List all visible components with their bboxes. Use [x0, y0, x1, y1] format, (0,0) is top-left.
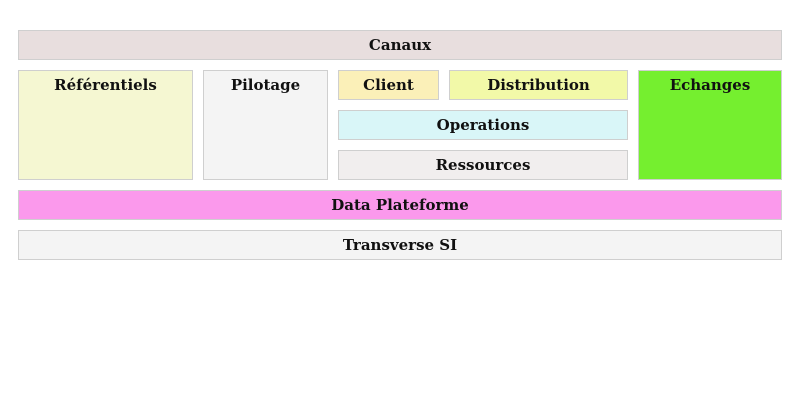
- operations-label: Operations: [436, 116, 530, 134]
- ressources-label: Ressources: [435, 156, 531, 174]
- client-label: Client: [363, 76, 414, 94]
- canaux-label: Canaux: [368, 36, 432, 54]
- operations-block: Operations: [338, 110, 628, 140]
- echanges-block: Echanges: [638, 70, 782, 180]
- pilotage-label: Pilotage: [230, 76, 301, 94]
- data-plateforme-block: Data Plateforme: [18, 190, 782, 220]
- transverse-si-block: Transverse SI: [18, 230, 782, 260]
- echanges-label: Echanges: [669, 76, 751, 94]
- transverse-si-label: Transverse SI: [342, 236, 458, 254]
- distribution-block: Distribution: [449, 70, 628, 100]
- referentiels-block: Référentiels: [18, 70, 193, 180]
- referentiels-label: Référentiels: [54, 76, 157, 94]
- ressources-block: Ressources: [338, 150, 628, 180]
- data-plateforme-label: Data Plateforme: [331, 196, 469, 214]
- distribution-label: Distribution: [487, 76, 590, 94]
- client-block: Client: [338, 70, 439, 100]
- pilotage-block: Pilotage: [203, 70, 328, 180]
- canaux-block: Canaux: [18, 30, 782, 60]
